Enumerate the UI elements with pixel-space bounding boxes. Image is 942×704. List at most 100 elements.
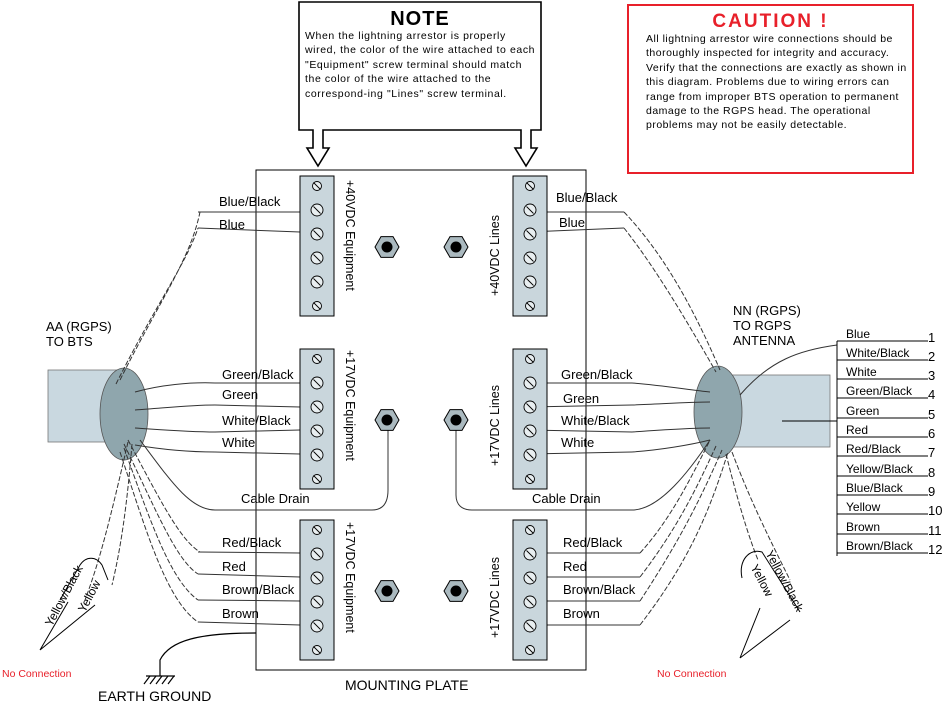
screw-slot — [526, 403, 534, 411]
pinout-pin-number: 6 — [928, 426, 936, 441]
pinout-pin-number: 11 — [928, 523, 942, 538]
pinout-pin-number: 2 — [928, 349, 936, 364]
earth-ground-label: EARTH GROUND — [98, 688, 212, 704]
screw-slot — [526, 379, 534, 387]
block-label-bot-left: +17VDC Equipment — [343, 522, 357, 633]
screw-slot — [526, 646, 534, 654]
screw-slot — [526, 182, 534, 190]
screw-slot — [313, 254, 321, 262]
note-title: NOTE — [390, 8, 450, 30]
screw-slot — [313, 526, 321, 534]
block-label-mid-left: +17VDC Equipment — [343, 350, 357, 461]
pinout-wire-name: White/Black — [846, 346, 910, 360]
pinout-pin-number: 1 — [928, 330, 936, 345]
pinout-pin-number: 12 — [928, 542, 942, 557]
wire-label: Green — [222, 387, 259, 402]
hex-nut-bolt — [450, 585, 462, 597]
wire-label: Red — [222, 559, 246, 574]
hex-nut-bolt — [381, 585, 393, 597]
screw-slot — [526, 302, 534, 310]
screw-terminals — [310, 181, 537, 655]
wire-label: Green/Black — [222, 367, 294, 382]
pinout-pin-number: 8 — [928, 465, 936, 480]
wire-label: Green/Black — [561, 367, 633, 382]
screw-slot — [313, 355, 321, 363]
wire-label: Red/Black — [563, 535, 623, 550]
screw-slot — [313, 379, 321, 387]
wire-label: White — [222, 435, 256, 450]
wire-label: White/Black — [222, 413, 291, 428]
caution-title: CAUTION ! — [712, 11, 829, 32]
block-label-top-right: +40VDC Lines — [488, 215, 502, 296]
pinout-pin-number: 3 — [928, 368, 936, 383]
screw-slot — [313, 427, 321, 435]
screw-slot — [313, 403, 321, 411]
pinout-row: Blue/Black 9 — [837, 479, 937, 499]
block-label-top-left: +40VDC Equipment — [343, 180, 357, 291]
wire-label: Blue/Black — [556, 190, 618, 205]
right-cable — [693, 365, 837, 459]
wire-label: Red — [563, 559, 587, 574]
screw-slot — [313, 646, 321, 654]
screw-slot — [526, 254, 534, 262]
right-cable-label-1: NN (RGPS) — [733, 303, 801, 318]
pinout-wire-name: Red — [846, 423, 869, 437]
pinout-pin-number: 5 — [928, 407, 936, 422]
screw-slot — [313, 230, 321, 238]
screw-slot — [526, 451, 534, 459]
caution-body: All lightning arrestor wire connections … — [646, 33, 907, 132]
hex-nut-bolt — [450, 414, 462, 426]
note-body: When the lightning arrestor is properly … — [305, 30, 536, 100]
hex-nut-bolt — [381, 414, 393, 426]
pinout-row: Blue 1 — [837, 325, 937, 345]
pinout-wire-name: Yellow — [846, 500, 881, 514]
note-callout — [298, 1, 542, 168]
wire-label: Blue/Black — [219, 194, 281, 209]
wire-label: Brown/Black — [563, 582, 636, 597]
screw-slot — [313, 278, 321, 286]
wire-label: Red/Black — [222, 535, 282, 550]
screw-slot — [526, 278, 534, 286]
mounting-plate-label: MOUNTING PLATE — [345, 677, 469, 693]
block-label-mid-right: +17VDC Lines — [488, 385, 502, 466]
wire-label: Blue — [219, 217, 246, 232]
pinout-pin-number: 9 — [928, 484, 936, 499]
no-connection-left: No Connection — [2, 668, 72, 680]
screw-slot — [313, 598, 321, 606]
hex-nut-bolt — [381, 241, 393, 253]
wire-label: White — [561, 435, 595, 450]
pinout-pin-number: 7 — [928, 445, 936, 460]
wire-label: Brown — [222, 606, 259, 621]
pinout-wire-name: Blue/Black — [846, 481, 903, 495]
block-label-bot-right: +17VDC Lines — [488, 557, 502, 638]
screw-slot — [526, 355, 534, 363]
screw-slot — [526, 475, 534, 483]
screw-slot — [313, 550, 321, 558]
left-cable-label-2: TO BTS — [46, 334, 93, 349]
pinout-pin-number: 4 — [928, 387, 936, 402]
screw-slot — [313, 475, 321, 483]
left-cable-label-1: AA (RGPS) — [46, 319, 112, 334]
pinout-pin-number: 10 — [928, 503, 942, 518]
screw-slot — [313, 574, 321, 582]
pinout-row: Yellow/Black 8 — [837, 460, 937, 480]
screw-slot — [313, 622, 321, 630]
pinout-row: White 3 — [837, 363, 937, 383]
no-connection-right: No Connection — [657, 668, 727, 680]
screw-slot — [526, 230, 534, 238]
wire-label: Blue — [559, 215, 586, 230]
right-cable-label-2: TO RGPS — [733, 318, 792, 333]
left-noconn-arrows — [39, 601, 96, 651]
screw-slot — [526, 622, 534, 630]
wire-label: White/Black — [561, 413, 630, 428]
pinout-wire-name: Green — [846, 404, 880, 418]
cable-drain-right: Cable Drain — [532, 491, 601, 506]
pinout-wire-name: Yellow/Black — [846, 462, 913, 476]
pinout-wire-name: White — [846, 365, 877, 379]
hex-nuts — [374, 236, 469, 602]
pinout-wire-name: Blue — [846, 327, 871, 341]
